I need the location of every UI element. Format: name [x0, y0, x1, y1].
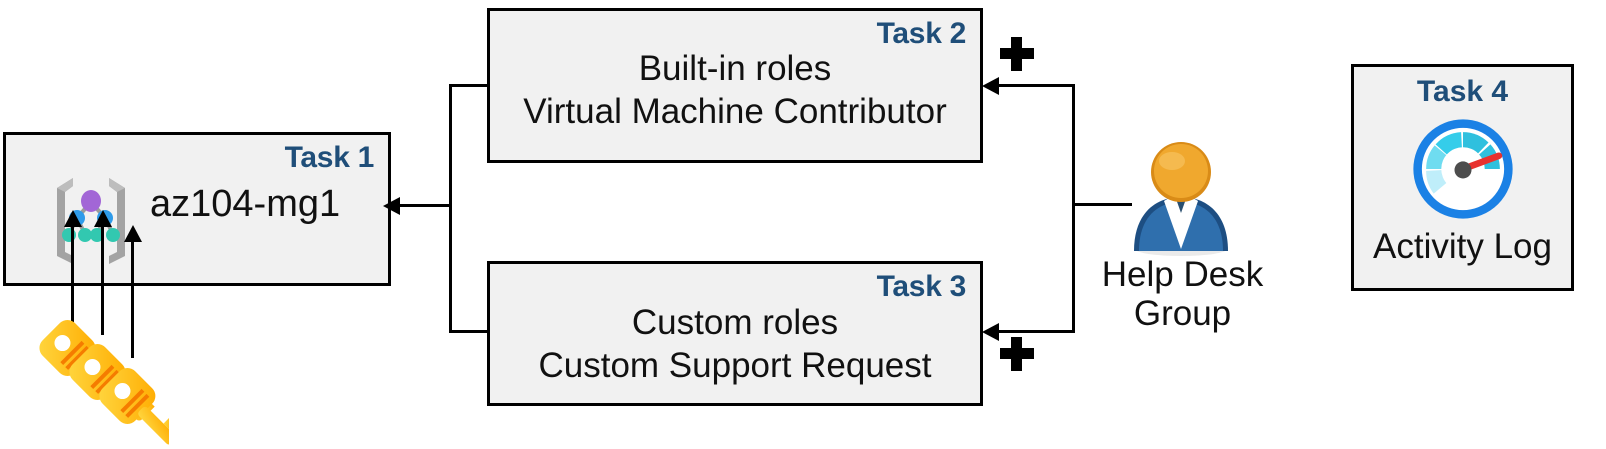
management-group-icon [47, 172, 135, 268]
keys-icon [34, 310, 185, 449]
key-arrowhead-3 [124, 225, 142, 242]
connector-right-bracket [1072, 84, 1075, 333]
connector-to-task2 [998, 84, 1075, 87]
task-3-box[interactable]: Task 3 Custom roles Custom Support Reque… [487, 261, 983, 406]
key-line-1 [71, 225, 74, 325]
task-3-line-1: Custom roles [631, 303, 839, 342]
task-1-title: az104-mg1 [150, 183, 341, 225]
key-line-2 [101, 225, 104, 335]
connector-left-bracket [449, 84, 452, 333]
plus-icon-upper [1000, 37, 1034, 71]
key-line-3 [131, 240, 134, 358]
connector-to-task3 [998, 330, 1075, 333]
task-4-box[interactable]: Task 4 Activity Log [1351, 64, 1574, 291]
arrowhead-to-task1 [383, 197, 400, 215]
person-caption: Help Desk Group [1075, 255, 1290, 333]
task-2-line-2: Virtual Machine Contributor [523, 92, 947, 131]
plus-icon-lower [1000, 337, 1034, 371]
task-3-line-2: Custom Support Request [538, 346, 932, 385]
task-4-text: Activity Log [1373, 227, 1552, 266]
connector-task2-left-stub [449, 84, 490, 87]
key-arrowhead-2 [94, 210, 112, 227]
arrowhead-to-task3 [982, 323, 999, 341]
task-2-line-1: Built-in roles [638, 49, 832, 88]
person-caption-line-1: Help Desk [1101, 255, 1264, 294]
task-2-box[interactable]: Task 2 Built-in roles Virtual Machine Co… [487, 8, 983, 163]
key-arrowhead-1 [64, 210, 82, 227]
task-2-label: Task 2 [876, 17, 967, 50]
connector-person-stem [1072, 203, 1132, 206]
user-group-icon [1126, 139, 1236, 257]
connector-task3-left-stub [449, 330, 490, 333]
person-caption-line-2: Group [1133, 294, 1232, 334]
connector-to-task1 [398, 204, 451, 207]
task-1-label: Task 1 [284, 141, 375, 174]
activity-log-gauge-icon [1411, 117, 1515, 226]
arrowhead-to-task2 [982, 77, 999, 95]
task-3-label: Task 3 [876, 270, 967, 303]
task-4-label: Task 4 [1416, 75, 1509, 108]
